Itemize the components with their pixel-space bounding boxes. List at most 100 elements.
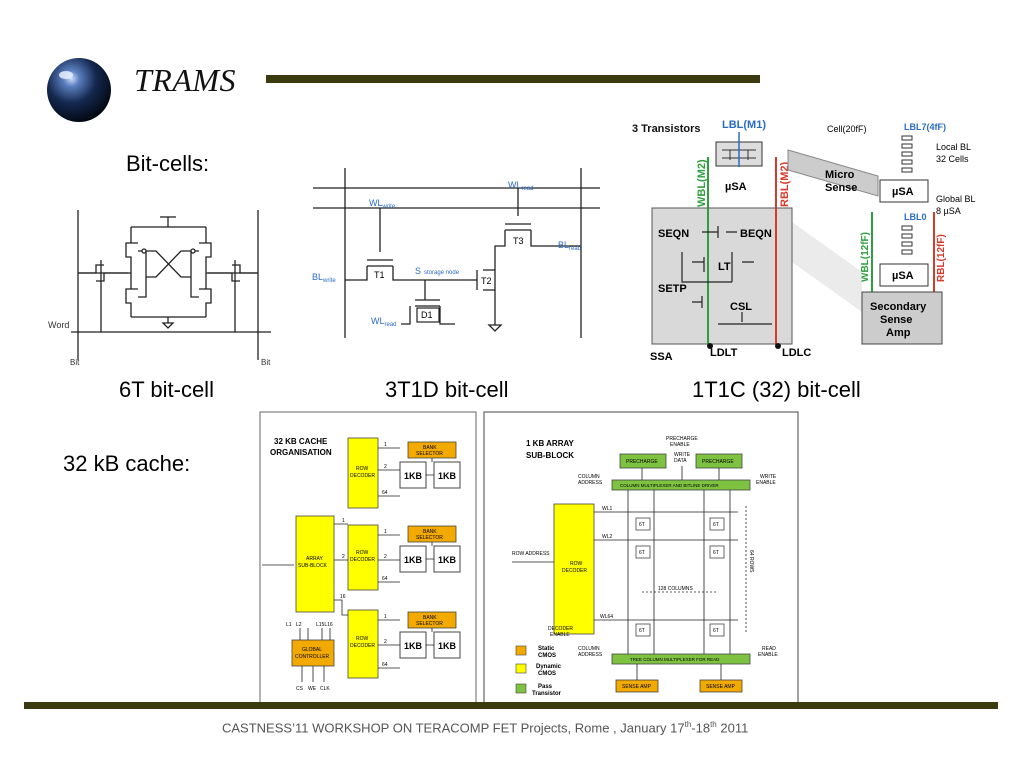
svg-text:TREE COLUMN MULTIPLEXER FOR RE: TREE COLUMN MULTIPLEXER FOR READ <box>630 657 720 662</box>
svg-text:L2: L2 <box>296 622 302 628</box>
svg-text:2: 2 <box>384 554 387 560</box>
word-label: Word <box>48 320 69 330</box>
svg-text:ROW: ROW <box>570 561 583 567</box>
svg-text:WL1: WL1 <box>602 506 613 512</box>
svg-text:6T: 6T <box>639 522 645 528</box>
svg-text:128 COLUMNS: 128 COLUMNS <box>658 586 693 592</box>
brand-name: TRAMS <box>134 62 237 98</box>
svg-text:1: 1 <box>342 518 345 524</box>
svg-text:WE: WE <box>308 686 317 692</box>
cache-label: 32 kB cache: <box>63 451 191 476</box>
svg-text:PRECHARGE: PRECHARGE <box>666 436 698 442</box>
svg-text:ROW ADDRESS: ROW ADDRESS <box>512 551 550 557</box>
svg-text:ROW: ROW <box>356 466 369 472</box>
svg-text:ARRAY: ARRAY <box>306 556 324 562</box>
svg-text:ROW: ROW <box>356 550 369 556</box>
footer-bar <box>24 702 998 709</box>
svg-text:SELECTOR: SELECTOR <box>416 451 443 457</box>
svg-text:ADDRESS: ADDRESS <box>578 480 603 486</box>
svg-text:PRECHARGE: PRECHARGE <box>626 459 658 465</box>
svg-text:2: 2 <box>384 639 387 645</box>
bit-left-label: Bit <box>70 358 80 367</box>
svg-text:6T: 6T <box>713 628 719 634</box>
svg-text:Micro: Micro <box>825 169 855 181</box>
svg-text:L1: L1 <box>286 622 292 628</box>
svg-text:RBL(M2): RBL(M2) <box>779 161 791 207</box>
svg-text:SEQN: SEQN <box>658 228 689 240</box>
svg-text:WL64: WL64 <box>600 614 613 620</box>
trams-logo-icon <box>44 55 114 125</box>
svg-text:Transistor: Transistor <box>532 691 562 697</box>
svg-text:LDLT: LDLT <box>710 347 738 359</box>
svg-text:Secondary: Secondary <box>870 301 927 313</box>
svg-text:WRITE: WRITE <box>760 474 777 480</box>
svg-text:RBL(12fF): RBL(12fF) <box>936 234 947 282</box>
caption-1t1c: 1T1C (32) bit-cell <box>692 377 861 402</box>
svg-text:SELECTOR: SELECTOR <box>416 621 443 627</box>
svg-text:32 Cells: 32 Cells <box>936 154 969 164</box>
svg-text:Dynamic: Dynamic <box>536 664 562 670</box>
svg-text:WBL(12fF): WBL(12fF) <box>860 232 871 282</box>
svg-text:1KB: 1KB <box>404 555 423 565</box>
svg-text:6T: 6T <box>713 522 719 528</box>
bit-right-label: Bit <box>261 358 271 367</box>
svg-text:CLK: CLK <box>320 686 330 692</box>
svg-text:Sense: Sense <box>880 314 912 326</box>
svg-text:SENSE AMP: SENSE AMP <box>706 684 736 690</box>
cache-organisation-diagram: 32 KB CACHE ORGANISATION BANK SELECTOR R… <box>259 411 477 709</box>
footer-text: CASTNESS’11 WORKSHOP ON TERACOMP FET Pro… <box>222 720 749 736</box>
caption-3t1d: 3T1D bit-cell <box>385 377 509 402</box>
svg-text:DECODER: DECODER <box>350 557 375 563</box>
svg-text:COLUMN: COLUMN <box>578 646 600 652</box>
svg-text:DECODER: DECODER <box>562 568 587 574</box>
svg-text:32 KB CACHE: 32 KB CACHE <box>274 437 328 446</box>
svg-text:1KB: 1KB <box>404 641 423 651</box>
svg-text:ORGANISATION: ORGANISATION <box>270 448 332 457</box>
svg-text:WLwrite: WLwrite <box>369 198 396 210</box>
svg-text:CSL: CSL <box>730 301 752 313</box>
caption-6t: 6T bit-cell <box>119 377 214 402</box>
svg-text:ENABLE: ENABLE <box>670 442 690 448</box>
svg-text:SENSE AMP: SENSE AMP <box>622 684 652 690</box>
svg-text:T1: T1 <box>374 270 385 280</box>
svg-text:LT: LT <box>718 261 731 273</box>
svg-text:64 ROWS: 64 ROWS <box>748 550 754 573</box>
svg-text:LBL(M1): LBL(M1) <box>722 119 766 131</box>
svg-text:BANK: BANK <box>423 529 437 535</box>
svg-text:Global BL: Global BL <box>936 194 976 204</box>
svg-text:COLUMN MULTIPLEXER AND BITLINE: COLUMN MULTIPLEXER AND BITLINE DRIVER <box>620 483 719 488</box>
svg-text:1KB: 1KB <box>438 555 457 565</box>
svg-text:6T: 6T <box>639 550 645 556</box>
svg-text:ENABLE: ENABLE <box>550 632 570 638</box>
svg-text:LBL7(4fF): LBL7(4fF) <box>904 122 946 132</box>
svg-text:1 KB ARRAY: 1 KB ARRAY <box>526 439 575 448</box>
svg-text:T2: T2 <box>481 276 492 286</box>
svg-text:64: 64 <box>382 490 388 496</box>
svg-text:ROW: ROW <box>356 636 369 642</box>
svg-text:SUB-BLOCK: SUB-BLOCK <box>526 451 574 460</box>
svg-text:READ: READ <box>762 646 776 652</box>
svg-text:ADDRESS: ADDRESS <box>578 652 603 658</box>
svg-text:BLread: BLread <box>558 240 581 252</box>
sram-6t-schematic: Word Bit Bit <box>48 210 271 367</box>
svg-text:CS: CS <box>296 686 304 692</box>
svg-text:1KB: 1KB <box>404 471 423 481</box>
svg-text:SUB-BLOCK: SUB-BLOCK <box>298 563 328 569</box>
svg-text:1KB: 1KB <box>438 641 457 651</box>
svg-text:ENABLE: ENABLE <box>758 652 778 658</box>
bitcells-label: Bit-cells: <box>126 151 210 176</box>
svg-text:L15L16: L15L16 <box>316 622 333 628</box>
svg-text:16: 16 <box>340 594 346 600</box>
svg-text:BEQN: BEQN <box>740 228 772 240</box>
svg-text:COLUMN: COLUMN <box>578 474 600 480</box>
svg-text:PRECHARGE: PRECHARGE <box>702 459 734 465</box>
svg-text:Static: Static <box>538 646 555 652</box>
svg-text:2: 2 <box>384 464 387 470</box>
svg-text:DECODER: DECODER <box>350 643 375 649</box>
svg-text:CMOS: CMOS <box>538 671 556 677</box>
svg-text:Amp: Amp <box>886 327 911 339</box>
svg-text:64: 64 <box>382 662 388 668</box>
svg-text:WLread: WLread <box>508 180 534 192</box>
